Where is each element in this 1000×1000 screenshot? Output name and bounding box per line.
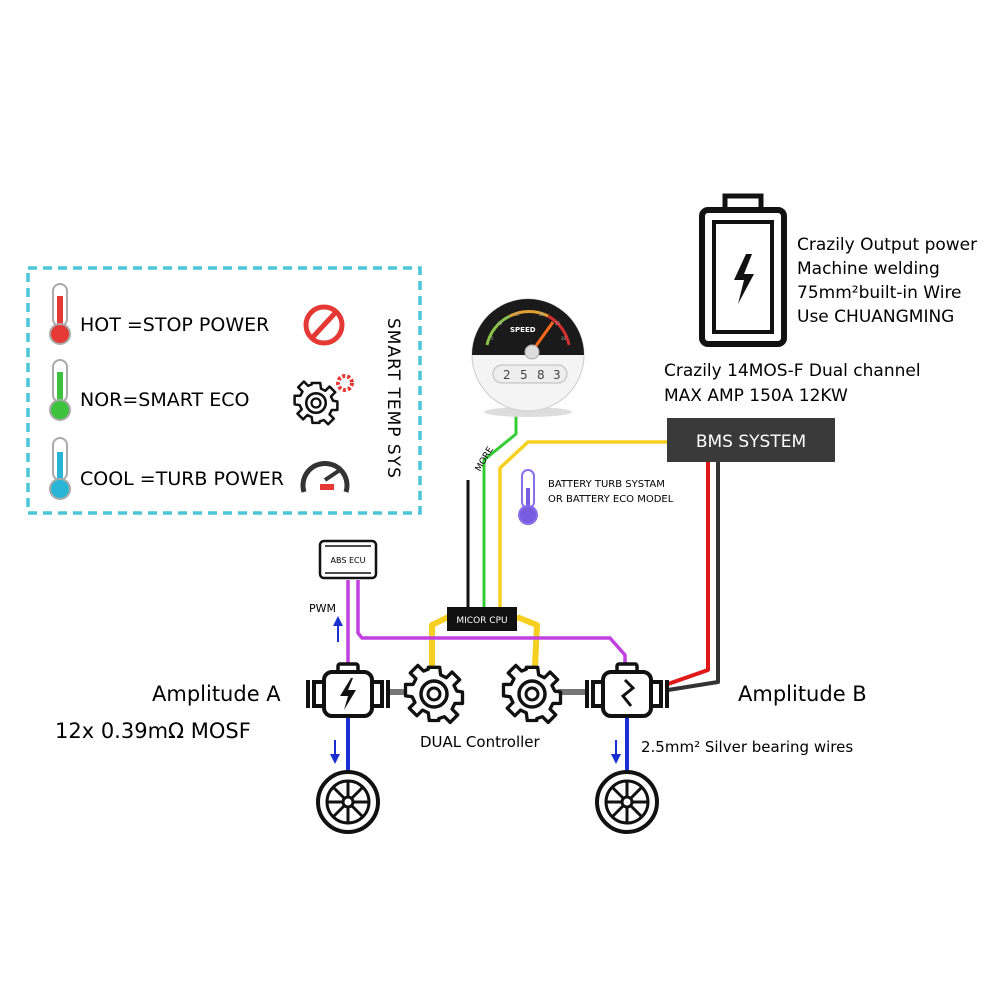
gauge-tick: 15 [514, 312, 520, 317]
wire-purple-abs-b [356, 580, 627, 664]
smart-temp-legend: HOT =STOP POWER NOR=SMART ECO COOL =TURB… [26, 266, 422, 515]
controller-spec-line-2: MAX AMP 150A 12KW [664, 386, 848, 406]
battery-line-4: Use CHUANGMING [797, 307, 954, 327]
wire-red-bms [667, 462, 710, 686]
gear-icon [293, 374, 354, 426]
wire-more-label: MORE [474, 445, 496, 473]
wire-green-gauge [482, 410, 518, 610]
engine-a-icon [306, 662, 390, 718]
pwm-label: PWM [309, 602, 336, 615]
speedometer-icon [300, 460, 350, 493]
thermometer-normal-icon [49, 359, 71, 421]
micor-cpu-box: MICOR CPU [447, 607, 517, 631]
thermometer-cool-icon [49, 437, 71, 500]
battery-icon [699, 193, 787, 347]
battery-line-1: Crazily Output power [797, 235, 977, 255]
battery-line-2: Machine welding [797, 259, 940, 279]
wheel-a-icon [316, 770, 380, 834]
wire-yellow-gear-b [515, 614, 540, 667]
amplitude-b-spec: 2.5mm² Silver bearing wires [641, 738, 853, 756]
bms-box: BMS SYSTEM [667, 418, 835, 462]
amplitude-b-title: Amplitude B [738, 682, 867, 706]
legend-dashed-border [26, 266, 422, 515]
gauge-label: SPEED [510, 326, 536, 334]
abs-ecu-box: ABS ECU [318, 539, 378, 580]
arrow-up-icon [333, 616, 343, 642]
wire-yellow-gear-a [429, 614, 450, 666]
gauge-tick: 30 [561, 336, 567, 341]
legend-cool-label: COOL =TURB POWER [80, 468, 284, 490]
gear-b-icon [501, 663, 563, 725]
gauge-digit: 5 [520, 368, 528, 382]
gauge-digit: 3 [553, 368, 561, 382]
gauge-tick: 5 [491, 336, 494, 341]
gauge-digit: 2 [503, 368, 511, 382]
amplitude-a-spec: 12x 0.39mΩ MOSF [55, 719, 251, 743]
thermometer-hot-icon [49, 283, 71, 345]
cpu-label: MICOR CPU [456, 616, 507, 626]
battery-mode-line-1: BATTERY TURB SYSTAM [548, 479, 665, 490]
amplitude-a-title: Amplitude A [152, 682, 281, 706]
arrow-down-icon [611, 740, 621, 764]
wheel-b-icon [595, 770, 659, 834]
wires [346, 410, 720, 780]
speed-gauge: SPEED 2 5 8 3 5 10 15 20 25 30 [471, 298, 585, 417]
wire-yellow-bms [498, 440, 667, 610]
gauge-tick: 10 [497, 321, 503, 326]
battery-mode-line-2: OR BATTERY ECO MODEL [548, 494, 674, 505]
dual-controller-label: DUAL Controller [420, 733, 541, 751]
legend-normal-label: NOR=SMART ECO [80, 389, 249, 411]
engine-b-icon [585, 662, 669, 718]
abs-label: ABS ECU [331, 556, 366, 565]
wire-black-bms [667, 462, 720, 692]
no-entry-icon [303, 304, 345, 346]
battery-line-3: 75mm²built-in Wire [797, 283, 962, 303]
gauge-tick: 20 [539, 312, 545, 317]
legend-title: SMART TEMP SYS [383, 318, 403, 479]
legend-hot-label: HOT =STOP POWER [80, 314, 269, 336]
bms-label: BMS SYSTEM [696, 432, 806, 452]
arrow-down-icon [330, 740, 340, 764]
gauge-tick: 25 [555, 321, 561, 326]
controller-spec-line-1: Crazily 14MOS-F Dual channel [664, 361, 921, 381]
gauge-digit: 8 [537, 368, 545, 382]
gear-a-icon [403, 663, 465, 725]
thermometer-battery-icon [518, 469, 538, 525]
